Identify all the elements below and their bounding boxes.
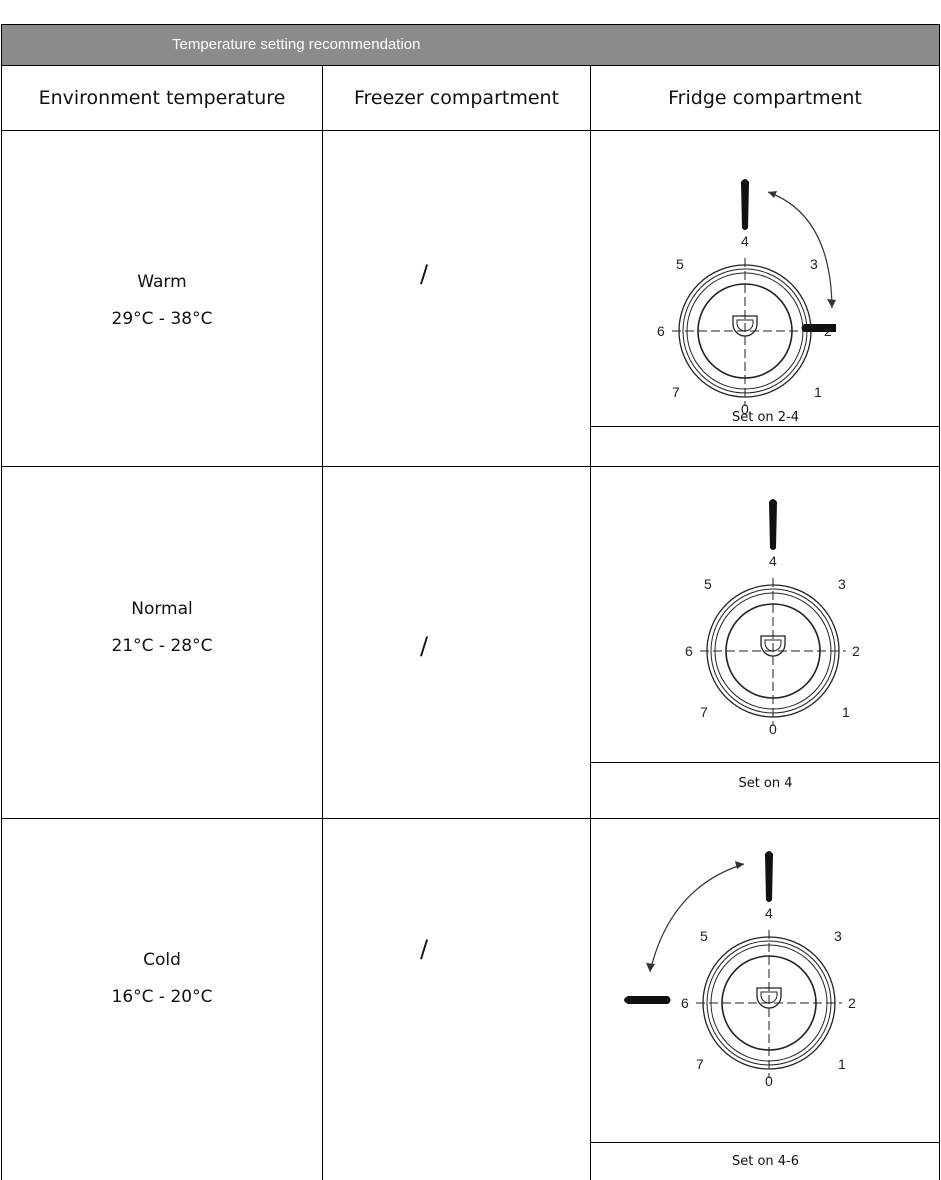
caption-divider-warm (590, 426, 940, 427)
row-cold-freezer-value: / (420, 935, 429, 963)
dial-normal-num-4: 4 (769, 553, 777, 569)
dial-normal-crosshair (700, 578, 846, 726)
dial-warm-num-1: 1 (814, 384, 822, 400)
dial-cold-pointer-vertical (765, 851, 773, 902)
dial-cold-num-6: 6 (681, 995, 689, 1011)
row-warm-environment: Warm 29°C - 38°C (2, 264, 322, 338)
dial-warm-rotation-arrow (767, 191, 833, 309)
header-freezer: Freezer compartment (323, 66, 590, 130)
dial-normal-num-3: 3 (838, 576, 846, 592)
row-normal-freezer-value: / (420, 632, 429, 660)
dial-cold-num-5: 5 (700, 928, 708, 944)
row-normal-environment: Normal 21°C - 28°C (2, 591, 322, 665)
row-cold-environment: Cold 16°C - 20°C (2, 942, 322, 1016)
dial-warm-num-3: 3 (810, 256, 818, 272)
table-border-right (939, 66, 940, 1180)
header-fridge-label: Fridge compartment (668, 87, 862, 109)
dial-warm-crosshair (672, 258, 818, 406)
caption-divider-normal (590, 762, 940, 763)
header-freezer-label: Freezer compartment (353, 87, 560, 109)
dial-cold-num-4: 4 (765, 905, 773, 921)
row-normal-name: Normal (131, 599, 193, 619)
dial-cold-num-2: 2 (848, 995, 856, 1011)
dial-warm-num-4: 4 (741, 233, 749, 249)
row-cold-name: Cold (143, 950, 181, 970)
dial-normal-icon: 4 3 5 2 6 1 7 0 (685, 499, 860, 737)
column-divider-2 (590, 66, 591, 1180)
dial-normal-num-6: 6 (685, 643, 693, 659)
header-fridge: Fridge compartment (591, 66, 939, 130)
dial-cold-num-7: 7 (696, 1056, 704, 1072)
dial-warm-pointer-horizontal (801, 324, 836, 332)
row-divider-1 (1, 466, 940, 467)
dial-warm-num-6: 6 (657, 323, 665, 339)
dial-cold-rotation-arrow (649, 863, 745, 973)
dial-normal-num-0: 0 (769, 721, 777, 737)
dial-normal-num-7: 7 (700, 704, 708, 720)
dial-normal-lock (760, 635, 786, 657)
dial-cold-num-1: 1 (838, 1056, 846, 1072)
dial-cold-pointer-horizontal (624, 996, 671, 1004)
dial-normal-pointer-vertical (769, 499, 777, 550)
dial-normal-num-1: 1 (842, 704, 850, 720)
header-bottom-border (1, 130, 940, 131)
dial-cold-icon: 4 3 5 2 6 1 7 0 (624, 851, 856, 1089)
row-cold-range: 16°C - 20°C (111, 987, 213, 1007)
row-warm-freezer-value: / (420, 260, 429, 288)
row-warm-name: Warm (137, 272, 187, 292)
caption-divider-cold (590, 1142, 940, 1143)
header-environment: Environment temperature (2, 66, 322, 130)
dial-normal-num-5: 5 (704, 576, 712, 592)
dial-warm-lock (732, 315, 758, 337)
row-divider-2 (1, 818, 940, 819)
row-warm-fridge-caption: Set on 2-4 (731, 410, 800, 425)
dial-cold-num-0: 0 (765, 1073, 773, 1089)
row-normal-fridge-caption: Set on 4 (738, 776, 793, 791)
dial-cold-crosshair (696, 930, 842, 1078)
table-title: Temperature setting recommendation (172, 36, 421, 53)
dial-warm-num-0: 0 (741, 401, 749, 417)
row-cold-fridge-caption: Set on 4-6 (731, 1154, 800, 1169)
table-title-bar: Temperature setting recommendation (1, 24, 940, 66)
header-environment-label: Environment temperature (38, 87, 286, 109)
dial-normal-num-2: 2 (852, 643, 860, 659)
dial-warm-num-5: 5 (676, 256, 684, 272)
table-border-left (1, 66, 2, 1180)
dial-warm-pointer-vertical (741, 179, 749, 230)
dial-warm-icon: 4 3 5 2 6 1 7 0 (657, 179, 836, 417)
row-warm-range: 29°C - 38°C (111, 309, 213, 329)
row-normal-range: 21°C - 28°C (111, 636, 213, 656)
column-divider-1 (322, 66, 323, 1180)
dial-cold-lock (756, 987, 782, 1009)
dial-warm-num-7: 7 (672, 384, 680, 400)
dial-cold-num-3: 3 (834, 928, 842, 944)
